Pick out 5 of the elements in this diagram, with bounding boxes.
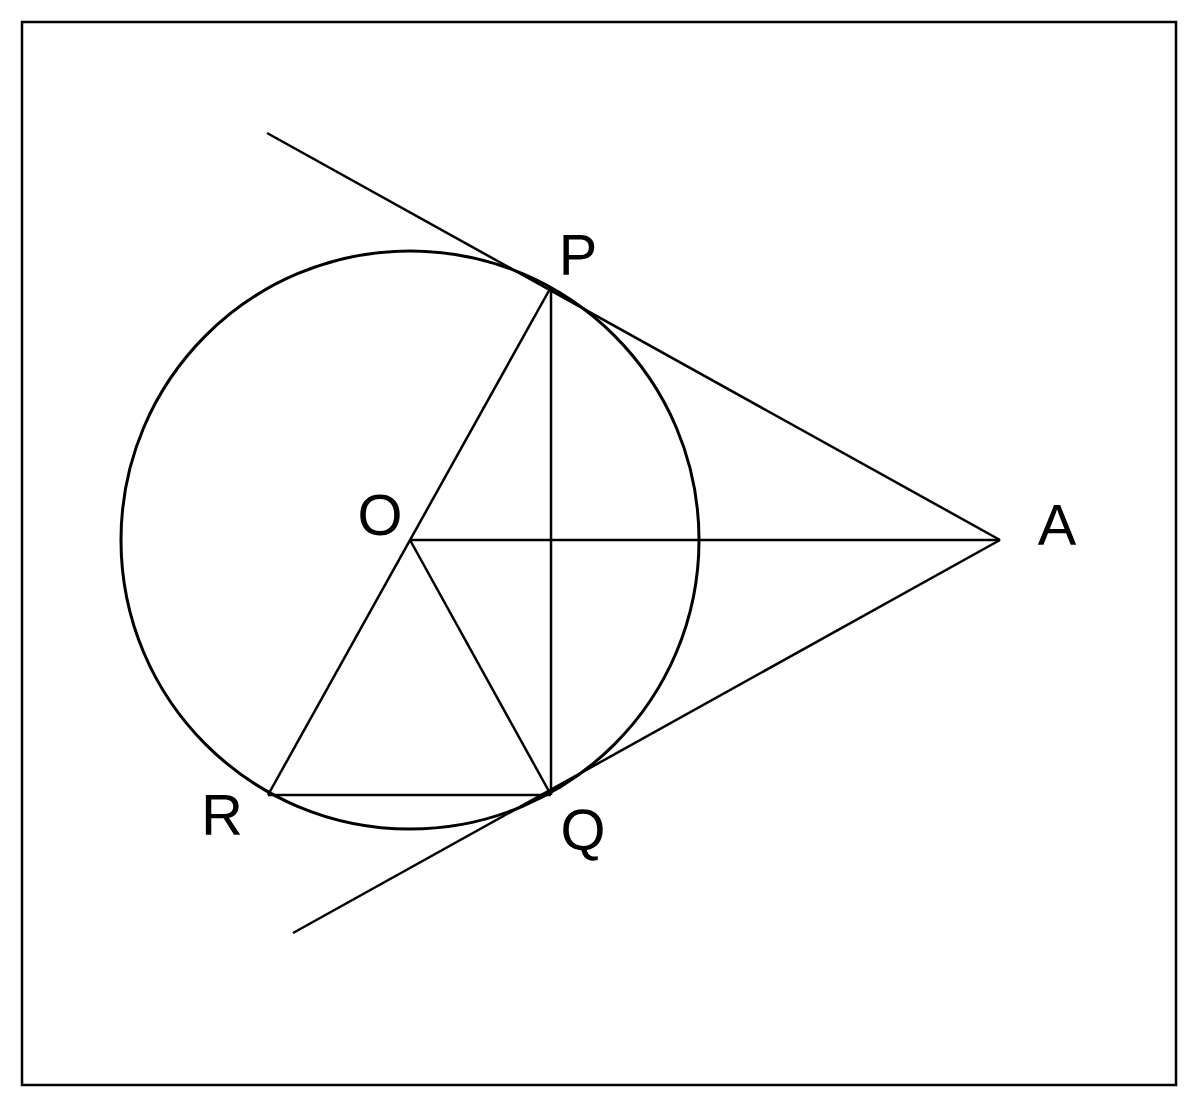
point-label: Q (563, 809, 603, 861)
point-label: O (360, 494, 400, 536)
point-label: R (205, 795, 241, 835)
point-label: A (1037, 505, 1077, 545)
point-label: P (563, 235, 595, 275)
